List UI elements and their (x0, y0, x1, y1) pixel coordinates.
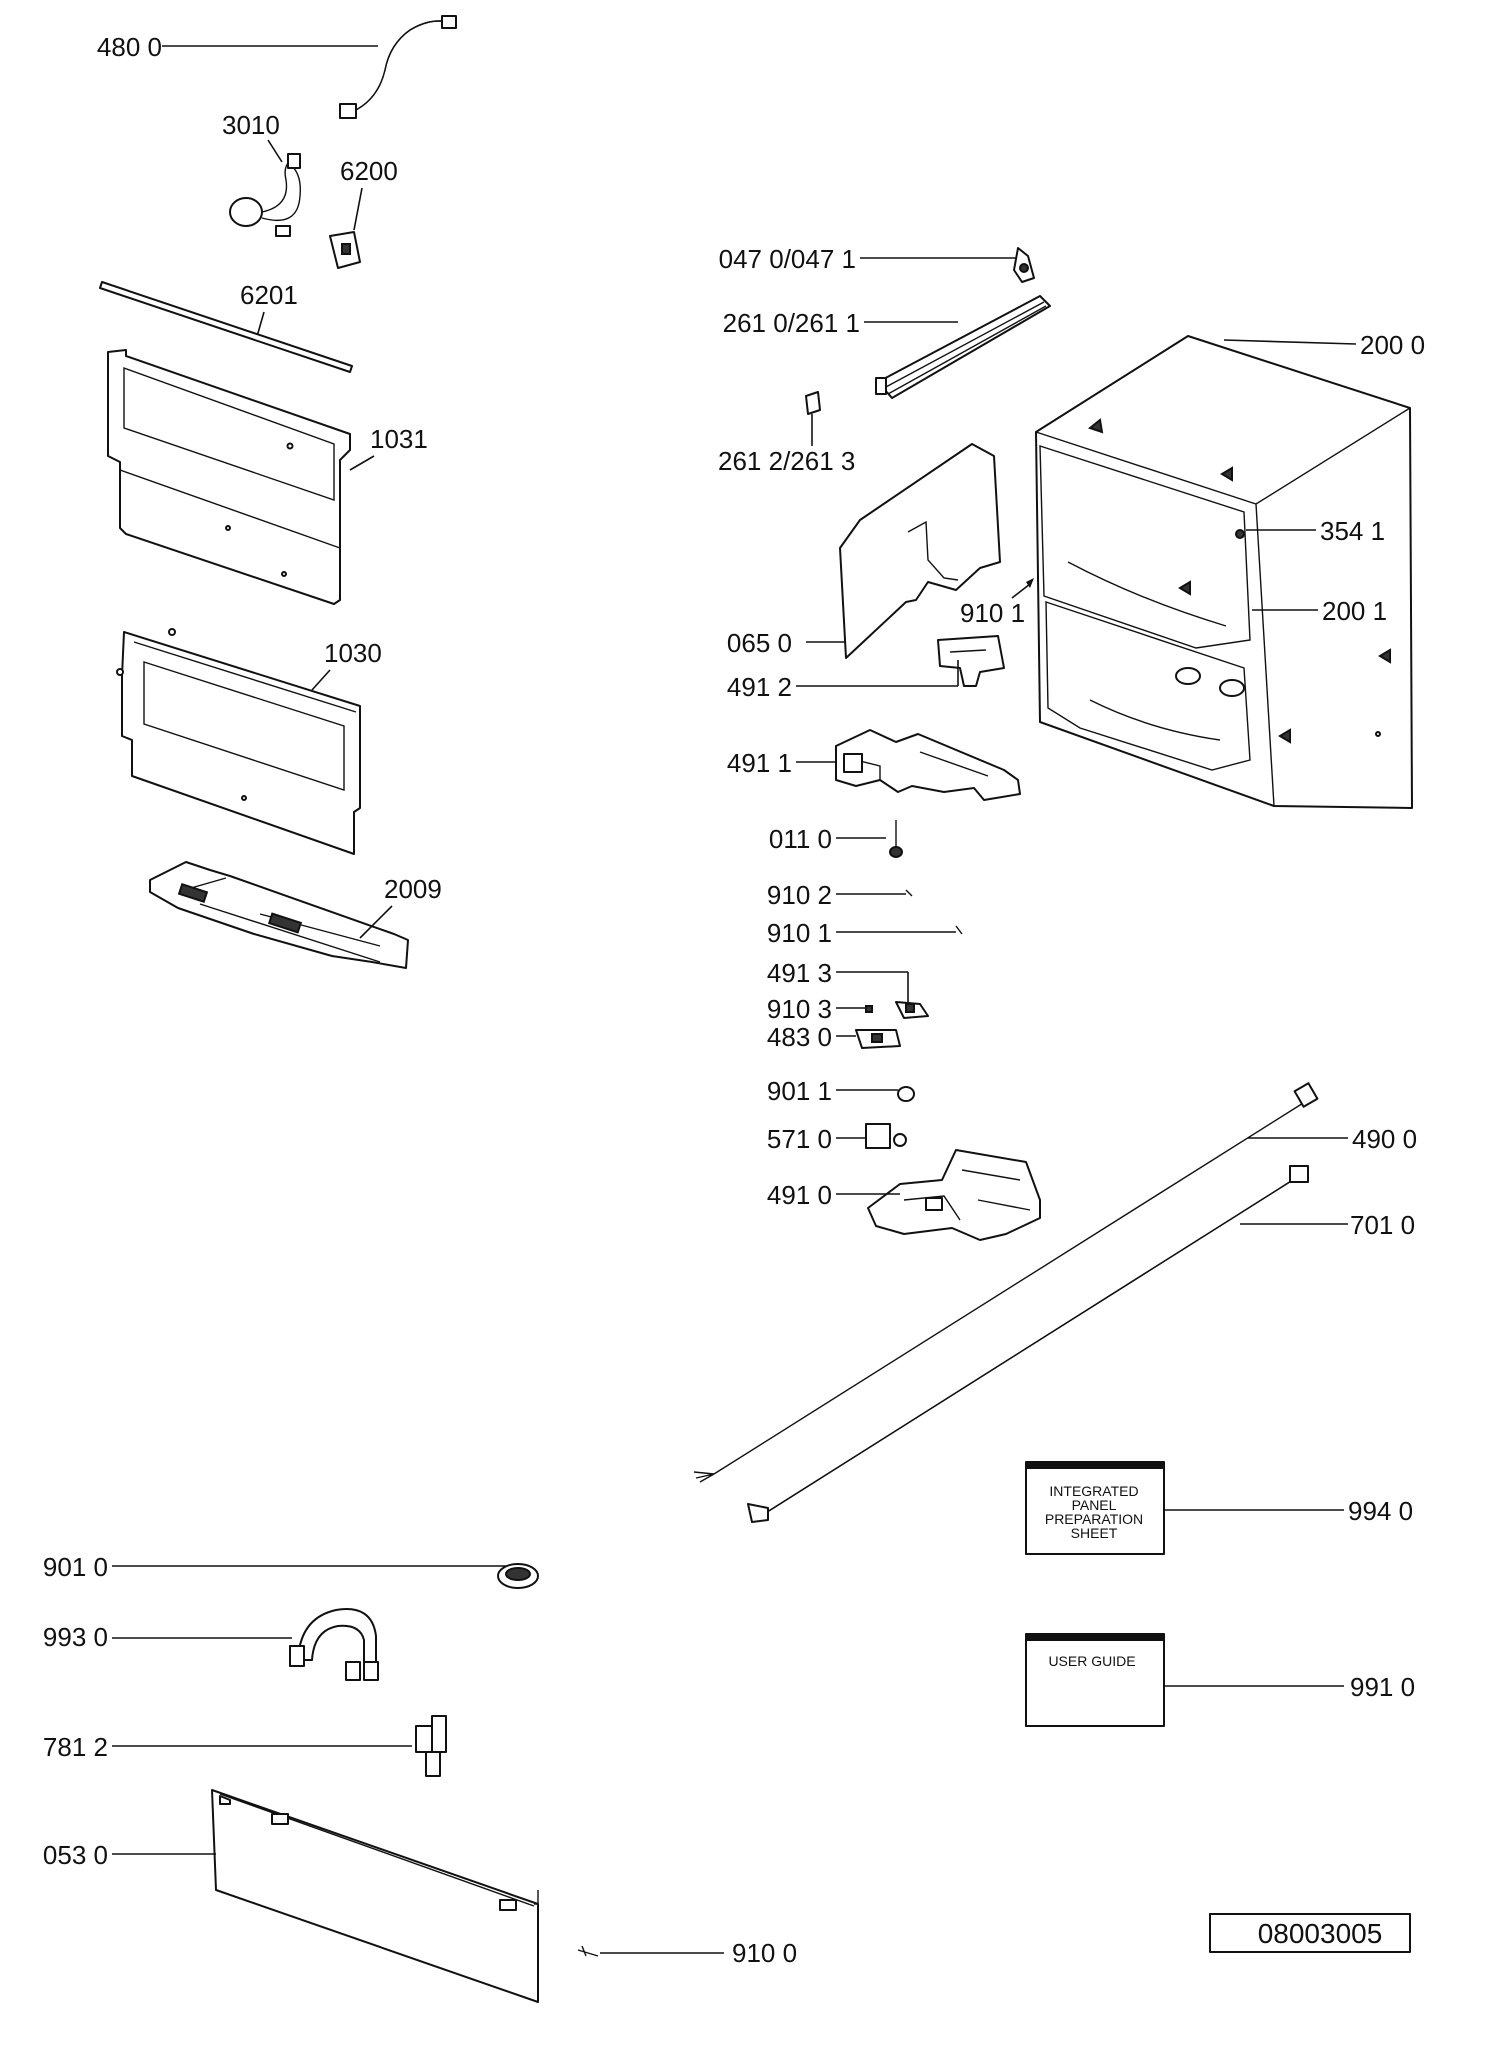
part-483-0-switch: 483 0 (767, 1022, 901, 1052)
part-6201-strip: 6201 (99, 280, 353, 373)
label-910-3: 910 3 (767, 994, 832, 1024)
label-910-2: 910 2 (767, 880, 832, 910)
part-993-0-bracket: 993 0 (43, 1608, 379, 1681)
doc-integrated-line2: PANEL (1072, 1497, 1117, 1513)
part-3010-motor-assembly: 3010 (222, 110, 302, 237)
label-200-0: 200 0 (1360, 330, 1425, 360)
label-910-0: 910 0 (732, 1938, 797, 1968)
label-6200: 6200 (340, 156, 398, 186)
label-200-1: 200 1 (1322, 596, 1387, 626)
label-2009: 2009 (384, 874, 442, 904)
label-354-1: 354 1 (1320, 516, 1385, 546)
part-901-0-clip: 901 0 (43, 1552, 539, 1589)
label-065-0: 065 0 (727, 628, 792, 658)
label-053-0: 053 0 (43, 1840, 108, 1870)
label-910-1-b: 910 1 (767, 918, 832, 948)
label-994-0: 994 0 (1348, 1496, 1413, 1526)
label-6201: 6201 (240, 280, 298, 310)
label-491-1: 491 1 (727, 748, 792, 778)
part-490-0-power-cord: 490 0 (693, 1082, 1417, 1483)
part-910-0-screw: 910 0 (577, 1938, 797, 1968)
part-261-0-rail: 261 0/261 1 (723, 295, 1051, 399)
label-1030: 1030 (324, 638, 382, 668)
part-261-2-clip: 261 2/261 3 (718, 391, 855, 476)
label-1031: 1031 (370, 424, 428, 454)
part-200-0-tub-cabinet: 200 0 354 1 200 1 (1035, 330, 1425, 809)
doc-integrated-line3: PREPARATION (1045, 1511, 1143, 1527)
part-910-1-screw-b: 910 1 (767, 918, 963, 948)
part-011-0-pin: 011 0 (769, 820, 903, 858)
label-261-0: 261 0/261 1 (723, 308, 860, 338)
label-491-2: 491 2 (727, 672, 792, 702)
label-781-2: 781 2 (43, 1732, 108, 1762)
label-483-0: 483 0 (767, 1022, 832, 1052)
part-491-3-latch: 491 3 (767, 958, 929, 1019)
label-701-0: 701 0 (1350, 1210, 1415, 1240)
part-910-2-screw: 910 2 (767, 880, 913, 910)
part-491-0-base: 491 0 (767, 1149, 1041, 1241)
doc-994-0-integrated-panel-sheet: INTEGRATED PANEL PREPARATION SHEET 994 0 (1025, 1461, 1413, 1555)
label-490-0: 490 0 (1352, 1124, 1417, 1154)
label-491-3: 491 3 (767, 958, 832, 988)
part-491-2-bracket: 491 2 (727, 635, 1005, 702)
label-910-1-tub: 910 1 (960, 598, 1025, 628)
label-901-1: 901 1 (767, 1076, 832, 1106)
part-910-1-screw: 910 1 (960, 578, 1034, 628)
label-491-0: 491 0 (767, 1180, 832, 1210)
part-901-1-clip: 901 1 (767, 1076, 915, 1106)
label-993-0: 993 0 (43, 1622, 108, 1652)
label-991-0: 991 0 (1350, 1672, 1415, 1702)
drawing-code-box: 08003005 (1209, 1913, 1411, 1953)
doc-user-guide-title: USER GUIDE (1048, 1653, 1135, 1669)
drawing-code: 08003005 (1258, 1918, 1383, 1949)
part-1030-panel: 1030 (116, 628, 382, 855)
part-053-0-door-panel: 053 0 (43, 1789, 539, 2003)
part-781-2-connector: 781 2 (43, 1715, 447, 1777)
label-480-0: 480 0 (97, 32, 162, 62)
part-910-3-screw: 910 3 (767, 994, 873, 1024)
label-3010: 3010 (222, 110, 280, 140)
label-571-0: 571 0 (767, 1124, 832, 1154)
doc-integrated-line1: INTEGRATED (1049, 1483, 1138, 1499)
part-701-0-hose: 701 0 (747, 1165, 1415, 1523)
part-1031-panel: 1031 (107, 349, 428, 605)
label-901-0: 901 0 (43, 1552, 108, 1582)
label-047-0: 047 0/047 1 (719, 244, 856, 274)
part-480-0-wiring-harness: 480 0 (97, 15, 457, 119)
doc-991-0-user-guide: USER GUIDE 991 0 (1025, 1633, 1415, 1727)
doc-integrated-line4: SHEET (1071, 1525, 1118, 1541)
label-011-0: 011 0 (769, 824, 832, 854)
part-491-1-housing: 491 1 (727, 729, 1021, 801)
part-047-0-hinge: 047 0/047 1 (719, 244, 1035, 283)
part-571-0-valve: 571 0 (767, 1123, 907, 1154)
part-2009-frame: 2009 (149, 861, 442, 969)
label-261-2: 261 2/261 3 (718, 446, 855, 476)
part-6200-component: 6200 (329, 156, 398, 269)
part-065-0-insulation: 065 0 (727, 443, 1001, 659)
